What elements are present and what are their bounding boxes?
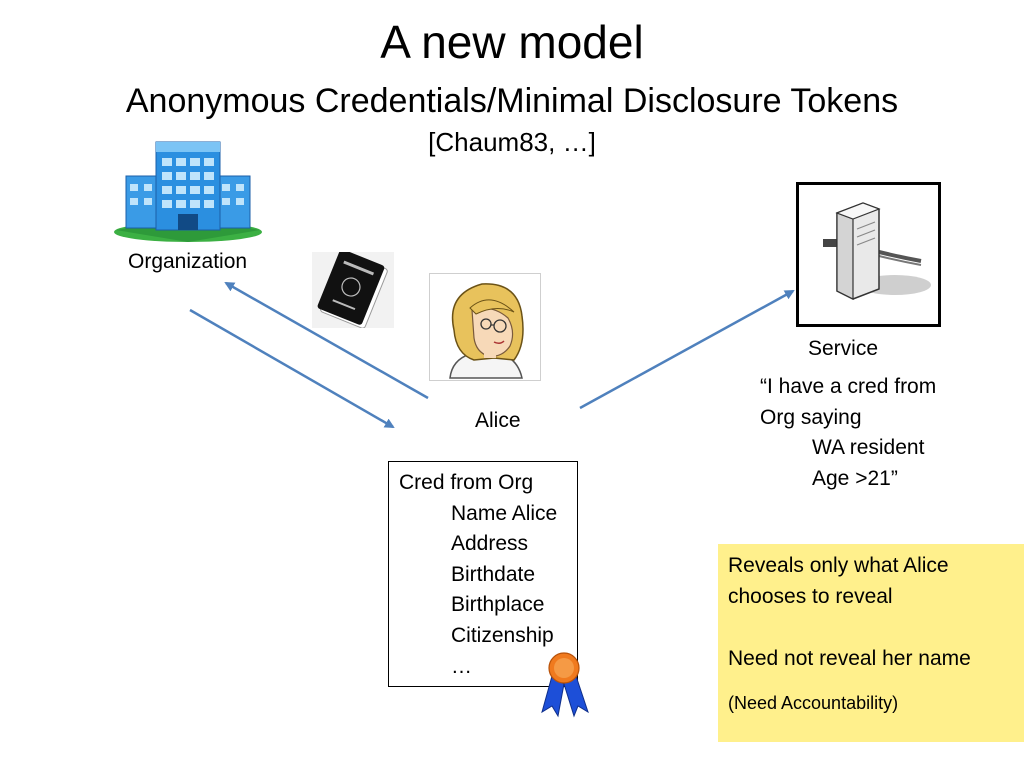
- claim-line: “I have a cred from: [760, 375, 937, 398]
- award-ribbon-icon: [541, 652, 589, 718]
- credential-box: Cred from Org Name Alice Address Birthda…: [388, 461, 578, 687]
- woman-avatar-icon: [449, 283, 524, 379]
- slide-title: A new model: [380, 16, 644, 68]
- note-line: Reveals only what Alice: [728, 554, 949, 577]
- alice-avatar-frame: [429, 273, 541, 381]
- credential-field: Address: [451, 532, 529, 556]
- credential-field: Citizenship: [451, 623, 554, 647]
- note-spacer: [728, 612, 1014, 643]
- claim-line: WA resident: [812, 436, 925, 460]
- note-line: Need not reveal her name: [728, 647, 971, 670]
- note-spacer: [728, 674, 1014, 690]
- disclosure-note: Reveals only what Alice chooses to revea…: [718, 544, 1024, 742]
- claim-line: Age >21”: [812, 466, 898, 490]
- organization-label: Organization: [128, 250, 248, 273]
- credential-field: Birthdate: [451, 562, 536, 586]
- service-claim: “I have a cred from Org saying WA reside…: [760, 372, 936, 494]
- claim-line: Org saying: [760, 405, 862, 429]
- alice-label: Alice: [475, 409, 521, 432]
- note-line: (Need Accountability): [728, 693, 899, 713]
- passport-icon: [312, 252, 394, 328]
- citation: [Chaum83, …]: [428, 127, 596, 157]
- credential-field: …: [451, 654, 472, 678]
- credential-header: Cred from Org: [399, 471, 534, 494]
- arrow-alice-to-organization: [224, 281, 429, 400]
- credential-field: Name Alice: [451, 501, 558, 525]
- slide-subtitle: Anonymous Credentials/Minimal Disclosure…: [125, 82, 899, 120]
- arrow-alice-to-service: [579, 289, 795, 410]
- service-label: Service: [808, 337, 879, 360]
- arrow-organization-to-alice: [189, 308, 395, 429]
- office-building-icon: [114, 141, 262, 242]
- note-line: chooses to reveal: [728, 585, 893, 608]
- credential-field: Birthplace: [451, 593, 545, 617]
- service-box: [796, 182, 941, 327]
- server-tower-icon: [823, 202, 931, 300]
